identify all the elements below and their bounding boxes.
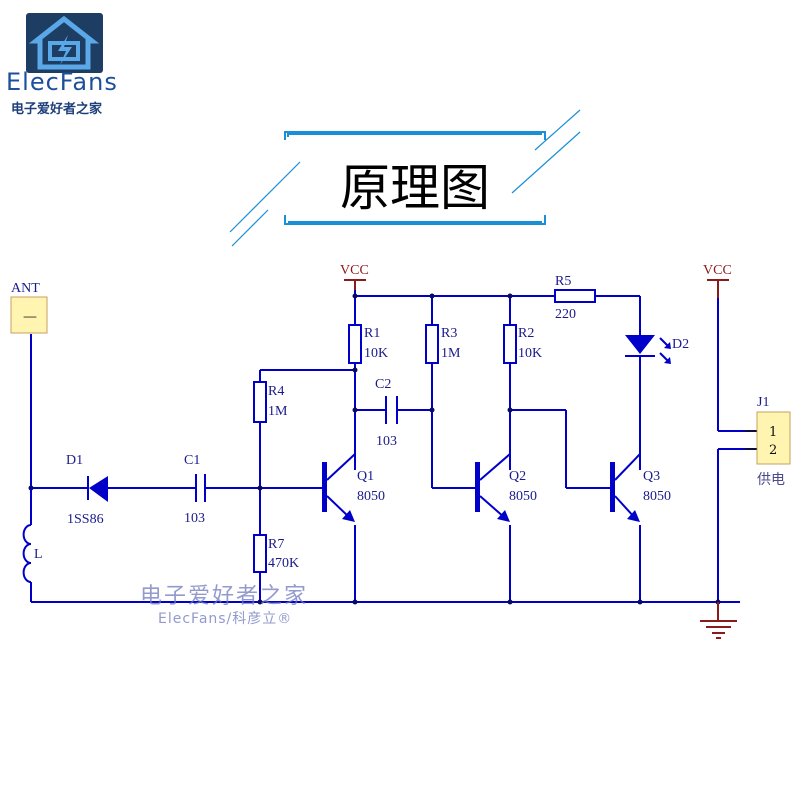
resistor-r4 (253, 381, 267, 423)
d1-value: 1SS86 (67, 512, 104, 527)
inductor-l (22, 488, 32, 583)
vcc-symbol-1 (344, 279, 366, 290)
diode-d1 (87, 476, 108, 502)
antenna-pin: — (23, 309, 37, 325)
vcc-label-1: VCC (340, 263, 369, 278)
j1-ref: J1 (757, 395, 769, 410)
r3-value: 1M (441, 346, 461, 361)
connector-j1 (756, 411, 791, 465)
capacitor-c1 (195, 474, 206, 502)
q2-ref: Q2 (509, 469, 526, 484)
d1-ref: D1 (66, 453, 83, 468)
r1-ref: R1 (364, 326, 380, 341)
title-frame (229, 109, 581, 247)
l-ref: L (34, 547, 43, 562)
r2-ref: R2 (518, 326, 534, 341)
vcc-symbol-2 (707, 279, 729, 298)
q3-ref: Q3 (643, 469, 660, 484)
wires (30, 282, 756, 618)
resistor-r5 (554, 289, 596, 303)
led-d2 (625, 335, 671, 364)
j1-pin1: 1 (769, 425, 777, 440)
r5-value: 220 (555, 307, 576, 322)
r7-ref: R7 (268, 537, 284, 552)
r2-value: 10K (518, 346, 542, 361)
c2-value: 103 (376, 434, 397, 449)
r5-ref: R5 (555, 274, 571, 289)
resistor-r1 (348, 324, 362, 364)
logo-name: ElecFans (6, 68, 118, 96)
elecfans-logo-icon (26, 13, 103, 73)
resistor-r3 (425, 324, 439, 364)
q3-value: 8050 (643, 489, 671, 504)
c2-ref: C2 (375, 377, 391, 392)
transistor-q2 (475, 453, 511, 522)
d2-ref: D2 (672, 337, 689, 352)
q1-value: 8050 (357, 489, 385, 504)
ground-symbol (700, 602, 737, 639)
j1-label: 供电 (757, 472, 785, 488)
transistor-q3 (610, 453, 641, 522)
logo-subtitle: 电子爱好者之家 (11, 102, 103, 117)
r3-ref: R3 (441, 326, 457, 341)
antenna-terminal (10, 296, 48, 334)
watermark-line1: 电子爱好者之家 (140, 584, 309, 609)
j1-pin2: 2 (769, 443, 777, 458)
resistor-r2 (503, 324, 517, 364)
q2-value: 8050 (509, 489, 537, 504)
q1-ref: Q1 (357, 469, 374, 484)
watermark-line2: ElecFans/科彦立® (158, 611, 293, 627)
r1-value: 10K (364, 346, 388, 361)
r4-ref: R4 (268, 384, 284, 399)
page-title: 原理图 (340, 159, 490, 217)
transistor-q1 (322, 448, 356, 522)
capacitor-c2 (385, 396, 398, 424)
vcc-label-2: VCC (703, 263, 732, 278)
resistor-r7 (253, 534, 267, 573)
antenna-ref: ANT (11, 281, 40, 296)
c1-ref: C1 (184, 453, 200, 468)
r4-value: 1M (268, 404, 288, 419)
r7-value: 470K (268, 556, 299, 571)
c1-value: 103 (184, 511, 205, 526)
